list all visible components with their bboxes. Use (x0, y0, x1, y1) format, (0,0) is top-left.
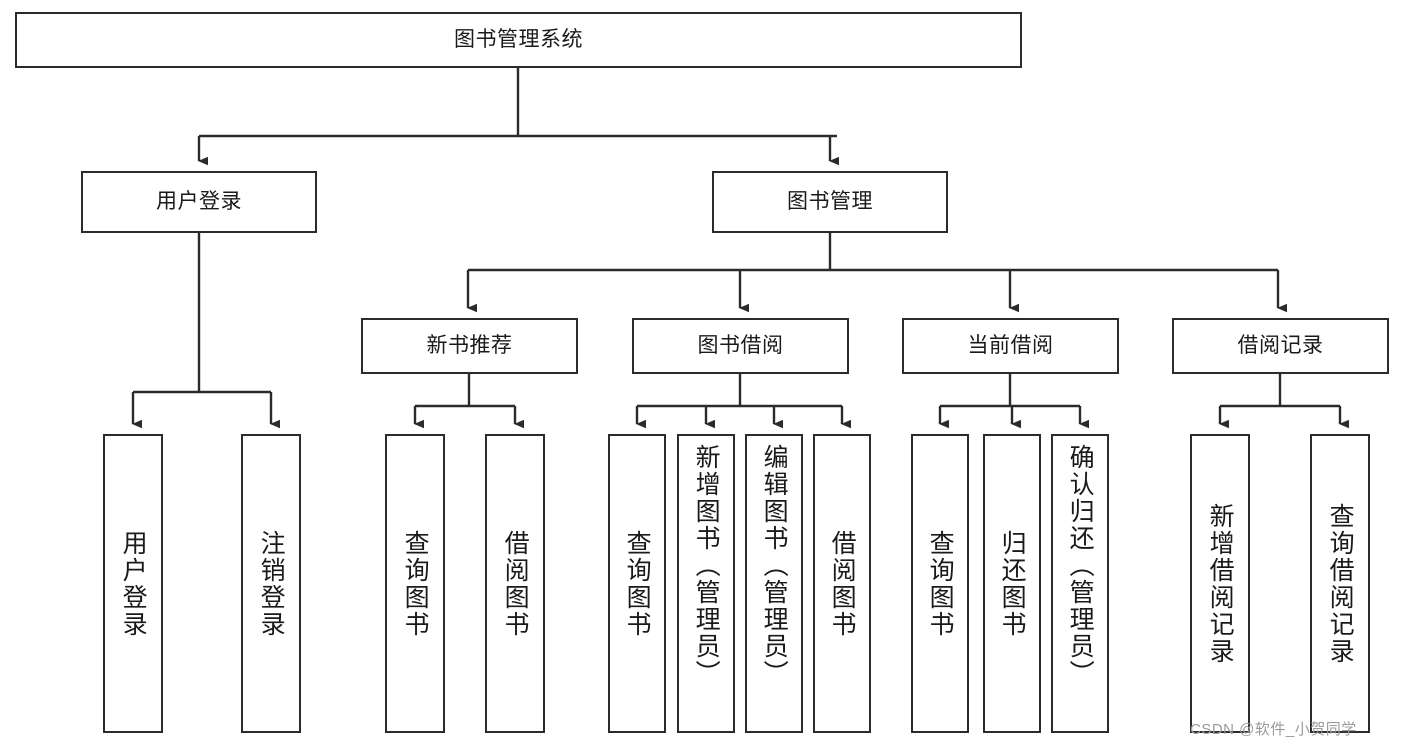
node-new-book-rec-label: 新书推荐 (426, 333, 513, 357)
node-current-borrow[interactable]: 当前借阅 (902, 318, 1119, 374)
node-leaf-rec-query-book-label: 查询图书 (401, 529, 430, 638)
node-leaf-borrow-edit-book-label: 编辑图书（管理员） (760, 444, 789, 687)
node-leaf-record-add-label: 新增借阅记录 (1206, 502, 1235, 665)
node-user-login[interactable]: 用户登录 (81, 171, 317, 233)
node-leaf-current-query-book-label: 查询图书 (926, 529, 955, 638)
node-leaf-borrow-borrow-book[interactable]: 借阅图书 (813, 434, 871, 733)
node-borrow-record[interactable]: 借阅记录 (1172, 318, 1389, 374)
csdn-watermark: CSDN @软件_小贺同学 (1190, 721, 1357, 738)
node-current-borrow-label: 当前借阅 (967, 333, 1054, 357)
node-leaf-rec-borrow-book-label: 借阅图书 (501, 529, 530, 638)
node-new-book-rec[interactable]: 新书推荐 (361, 318, 578, 374)
node-leaf-borrow-add-book-label: 新增图书（管理员） (692, 444, 721, 687)
node-leaf-borrow-add-book[interactable]: 新增图书（管理员） (677, 434, 735, 733)
node-root[interactable]: 图书管理系统 (15, 12, 1022, 68)
node-leaf-borrow-borrow-book-label: 借阅图书 (828, 529, 857, 638)
node-leaf-current-return-book-label: 归还图书 (998, 529, 1027, 638)
node-root-label: 图书管理系统 (454, 27, 583, 51)
node-book-manage-label: 图书管理 (787, 189, 873, 213)
node-borrow-record-label: 借阅记录 (1237, 333, 1324, 357)
node-leaf-current-query-book[interactable]: 查询图书 (911, 434, 969, 733)
node-leaf-borrow-query-book[interactable]: 查询图书 (608, 434, 666, 733)
node-leaf-rec-query-book[interactable]: 查询图书 (385, 434, 445, 733)
node-leaf-user-logout-label: 注销登录 (257, 529, 286, 638)
node-book-manage[interactable]: 图书管理 (712, 171, 948, 233)
node-leaf-borrow-edit-book[interactable]: 编辑图书（管理员） (745, 434, 803, 733)
node-leaf-current-confirm-return-label: 确认归还（管理员） (1066, 444, 1095, 687)
node-book-borrow-label: 图书借阅 (697, 333, 784, 357)
node-leaf-record-add[interactable]: 新增借阅记录 (1190, 434, 1250, 733)
node-leaf-current-return-book[interactable]: 归还图书 (983, 434, 1041, 733)
node-user-login-label: 用户登录 (156, 189, 242, 213)
node-leaf-user-logout[interactable]: 注销登录 (241, 434, 301, 733)
node-leaf-borrow-query-book-label: 查询图书 (623, 529, 652, 638)
node-leaf-current-confirm-return[interactable]: 确认归还（管理员） (1051, 434, 1109, 733)
node-leaf-user-login-label: 用户登录 (119, 529, 148, 638)
node-leaf-record-query-label: 查询借阅记录 (1326, 502, 1355, 665)
node-leaf-rec-borrow-book[interactable]: 借阅图书 (485, 434, 545, 733)
node-leaf-record-query[interactable]: 查询借阅记录 (1310, 434, 1370, 733)
node-book-borrow[interactable]: 图书借阅 (632, 318, 849, 374)
node-leaf-user-login[interactable]: 用户登录 (103, 434, 163, 733)
